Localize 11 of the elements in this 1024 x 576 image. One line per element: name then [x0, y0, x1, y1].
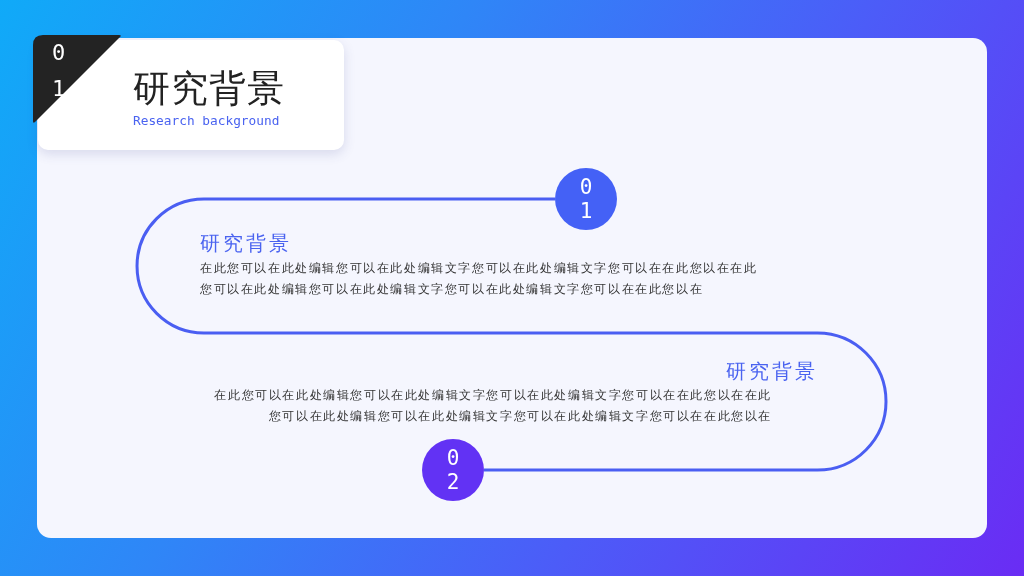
- body-paragraph: 在此您可以在此处编辑您可以在此处编辑文字您可以在此处编辑文字您可以在在此您以在在此您可以在此处编辑您可以在此处编辑文字您可以在此处编辑文字您可以在在此您以在: [213, 387, 772, 425]
- step-number: 01: [579, 175, 593, 223]
- corner-badge: [33, 35, 122, 124]
- section-heading: 研究背景: [200, 230, 293, 256]
- title-card: [38, 40, 344, 150]
- section-heading: 研究背景: [725, 358, 818, 384]
- subtitle: Research background: [133, 113, 280, 129]
- title-heading: 研究背景: [133, 66, 285, 112]
- timeline-line: [135, 197, 888, 472]
- body-paragraph: 在此您可以在此处编辑您可以在此处编辑文字您可以在此处编辑文字您可以在在此您以在在此您可以在此处编辑您可以在此处编辑文字您可以在此处编辑文字您可以在在此您以在: [200, 260, 759, 298]
- step-number: 02: [446, 446, 460, 494]
